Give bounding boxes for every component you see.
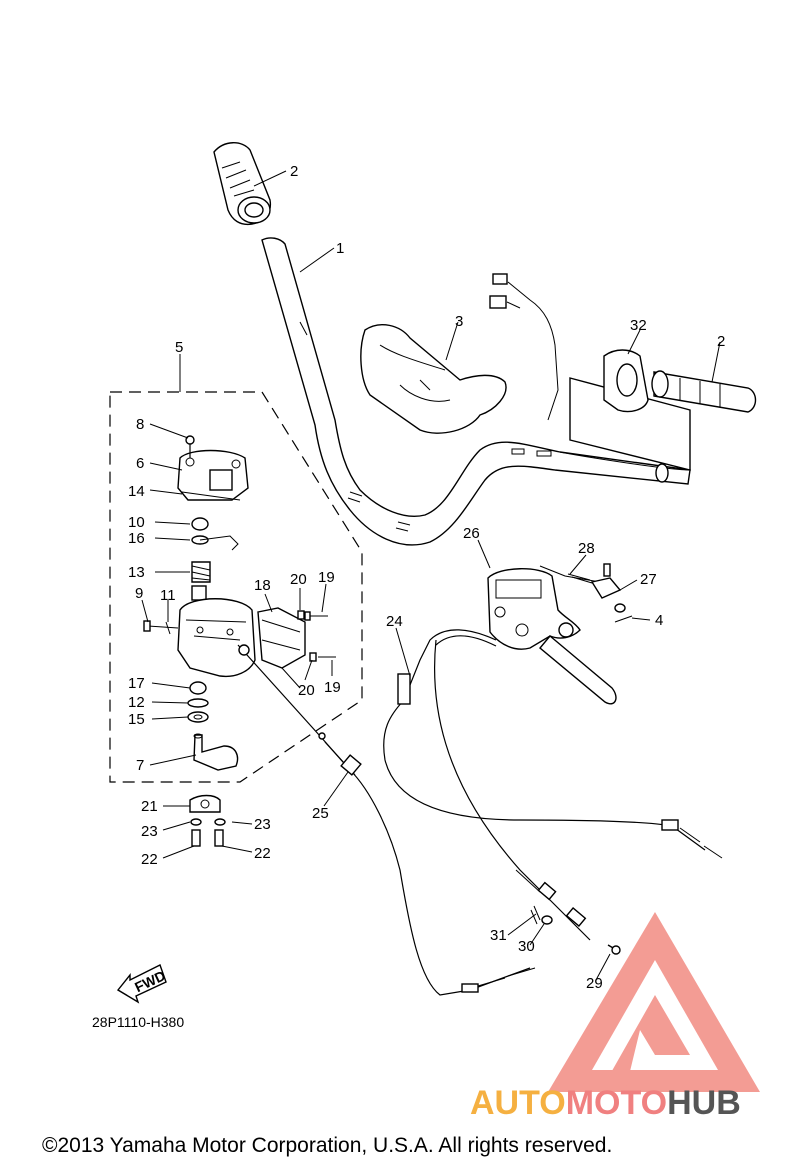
callout-13: 13 xyxy=(128,564,145,581)
switch-small-parts xyxy=(191,517,239,601)
callout-4: 4 xyxy=(655,612,663,629)
handlebar-cover-part xyxy=(360,324,507,434)
watermark-auto: AUTO xyxy=(470,1084,566,1122)
callout-32-throttle: 32 xyxy=(630,317,647,334)
screws-19-20 xyxy=(297,610,336,662)
callout-23-left: 23 xyxy=(141,823,158,840)
callout-25: 25 xyxy=(312,805,329,822)
handlebar-part xyxy=(261,237,691,546)
callout-15: 15 xyxy=(128,711,145,728)
callout-29: 29 xyxy=(586,975,603,992)
callout-22-left: 22 xyxy=(141,851,158,868)
switch-housing-lower xyxy=(143,598,256,678)
callout-17: 17 xyxy=(128,675,145,692)
callout-11: 11 xyxy=(160,587,176,604)
callout-20-upper: 20 xyxy=(290,571,307,588)
watermark-moto: MOTO xyxy=(566,1084,667,1122)
callout-30: 30 xyxy=(518,938,535,955)
callout-27: 27 xyxy=(640,571,657,588)
grip-left-part xyxy=(213,142,272,226)
lever-part-7 xyxy=(193,733,239,771)
callout-10: 10 xyxy=(128,514,145,531)
callout-28: 28 xyxy=(578,540,595,557)
callout-14: 14 xyxy=(128,483,145,500)
throttle-assembly-part xyxy=(489,273,757,471)
pivot-parts xyxy=(187,681,209,723)
fwd-label: FWD xyxy=(132,967,168,995)
diagram-code: 28P1110-H380 xyxy=(92,1014,184,1030)
watermark-logo xyxy=(548,912,760,1092)
switch-unit-18 xyxy=(237,607,321,737)
copyright-text: ©2013 Yamaha Motor Corporation, U.S.A. A… xyxy=(42,1134,612,1157)
callout-1-handlebar: 1 xyxy=(336,240,344,257)
callout-21: 21 xyxy=(141,798,158,815)
screw-part-8 xyxy=(185,435,195,458)
callout-19-upper: 19 xyxy=(318,569,335,586)
fwd-arrow-icon: FWD xyxy=(116,964,168,1004)
brake-lever-assembly xyxy=(487,563,633,705)
watermark-text: AUTOMOTOHUB xyxy=(470,1084,741,1122)
leader-lines xyxy=(141,170,721,981)
callout-12: 12 xyxy=(128,694,145,711)
switch-housing-upper xyxy=(177,449,249,501)
callout-31: 31 xyxy=(490,927,507,944)
callout-5-switch: 5 xyxy=(175,339,183,356)
callout-2-grip-left: 2 xyxy=(290,163,298,180)
callout-22-right: 22 xyxy=(254,845,271,862)
callout-18: 18 xyxy=(254,577,271,594)
switch-group-box xyxy=(109,391,363,783)
cables xyxy=(318,629,723,996)
callout-labels: 2 1 3 5 32 2 8 6 14 10 16 13 9 11 18 20 … xyxy=(128,163,725,992)
watermark-hub: HUB xyxy=(667,1084,741,1122)
callout-23-right: 23 xyxy=(254,816,271,833)
callout-7: 7 xyxy=(136,757,144,774)
callout-24: 24 xyxy=(386,613,403,630)
callout-3-cover: 3 xyxy=(455,313,463,330)
clamp-parts xyxy=(189,794,226,847)
callout-26: 26 xyxy=(463,525,480,542)
callout-6: 6 xyxy=(136,455,144,472)
callout-19-lower: 19 xyxy=(324,679,341,696)
callout-8: 8 xyxy=(136,416,144,433)
callout-2-grip-right: 2 xyxy=(717,333,725,350)
callout-9: 9 xyxy=(135,585,143,602)
callout-16: 16 xyxy=(128,530,145,547)
callout-20-lower: 20 xyxy=(298,682,315,699)
